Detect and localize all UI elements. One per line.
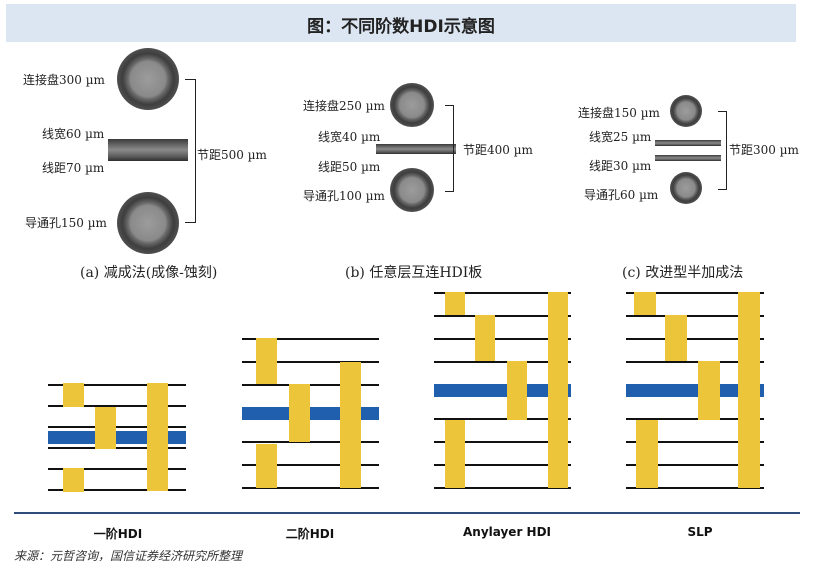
layer-line xyxy=(434,418,571,420)
pitch-bracket xyxy=(445,105,454,192)
core-layer xyxy=(434,384,571,397)
layer-line xyxy=(434,487,571,489)
via-pad-bottom xyxy=(670,172,702,204)
via-block xyxy=(665,315,687,361)
connection-pad-top xyxy=(390,83,434,127)
via-size-label: 导通孔150 µm xyxy=(25,216,107,230)
via-block xyxy=(445,420,465,488)
figure-title: 图：不同阶数HDI示意图 xyxy=(307,17,495,37)
line-width-label: 线宽25 µm xyxy=(589,130,652,144)
layer-line xyxy=(242,384,379,386)
trace-line-1 xyxy=(655,140,721,146)
trace-line xyxy=(108,139,188,161)
layer-line xyxy=(242,361,379,363)
layer-line xyxy=(48,405,186,407)
layer-line xyxy=(434,338,571,340)
panel-caption: (b) 任意层互连HDI板 xyxy=(345,265,483,281)
through-via xyxy=(738,292,760,488)
layer-line xyxy=(434,441,571,443)
via-block xyxy=(289,384,310,442)
through-via xyxy=(147,383,168,491)
layer-line xyxy=(434,315,571,317)
layer-line xyxy=(48,489,186,491)
via-block xyxy=(475,315,495,361)
layer-line xyxy=(626,464,764,466)
stack-label: SLP xyxy=(687,525,713,539)
pad-size-label: 连接盘300 µm xyxy=(23,73,105,87)
layer-line xyxy=(626,418,764,420)
line-spacing-label: 线距30 µm xyxy=(589,159,652,173)
trace-line-2 xyxy=(655,155,721,161)
layer-line xyxy=(242,464,379,466)
via-block xyxy=(507,361,527,420)
layer-line xyxy=(242,487,379,489)
panel-caption: (a) 减成法(成像-蚀刻) xyxy=(80,265,218,281)
line-spacing-label: 线距70 µm xyxy=(42,161,105,175)
layer-line xyxy=(626,441,764,443)
pad-size-label: 连接盘150 µm xyxy=(578,106,660,120)
pitch-bracket xyxy=(718,111,727,190)
via-block xyxy=(256,338,277,384)
via-block xyxy=(256,444,277,488)
via-block xyxy=(636,420,658,488)
via-block xyxy=(634,292,656,315)
panel-caption: (c) 改进型半加成法 xyxy=(622,265,744,281)
stack-label: Anylayer HDI xyxy=(462,525,552,539)
trace-line xyxy=(376,144,456,154)
layer-line xyxy=(626,338,764,340)
layer-line xyxy=(242,441,379,443)
core-layer xyxy=(626,384,764,397)
via-block xyxy=(698,361,720,420)
through-via xyxy=(548,292,568,488)
layer-line xyxy=(626,361,764,363)
stack-label: 一阶HDI xyxy=(93,527,143,541)
via-block xyxy=(95,407,116,449)
title-banner: 图：不同阶数HDI示意图 xyxy=(6,4,796,42)
through-via xyxy=(340,362,361,488)
via-block xyxy=(63,468,84,492)
pad-size-label: 连接盘250 µm xyxy=(303,99,385,113)
layer-line xyxy=(434,464,571,466)
layer-line xyxy=(48,384,186,386)
via-pad-bottom xyxy=(117,192,179,254)
layer-line xyxy=(626,315,764,317)
layer-line xyxy=(434,292,571,294)
pitch-bracket xyxy=(185,79,196,223)
via-size-label: 导通孔100 µm xyxy=(303,189,385,203)
via-pad-bottom xyxy=(390,168,434,212)
line-width-label: 线宽60 µm xyxy=(42,127,105,141)
divider-line xyxy=(14,512,800,514)
pitch-label: 节距500 µm xyxy=(197,148,267,162)
layer-line xyxy=(626,292,764,294)
via-size-label: 导通孔60 µm xyxy=(584,188,659,202)
via-block xyxy=(63,383,84,407)
line-width-label: 线宽40 µm xyxy=(318,130,381,144)
layer-line xyxy=(48,468,186,470)
layer-line xyxy=(48,447,186,449)
layer-line xyxy=(48,426,186,428)
layer-line xyxy=(626,487,764,489)
pitch-label: 节距300 µm xyxy=(729,143,799,157)
connection-pad-top xyxy=(117,48,179,110)
via-block xyxy=(445,292,465,315)
line-spacing-label: 线距50 µm xyxy=(318,160,381,174)
pitch-label: 节距400 µm xyxy=(463,143,533,157)
layer-line xyxy=(242,338,379,340)
source-note: 来源：元哲咨询，国信证券经济研究所整理 xyxy=(14,549,243,563)
connection-pad-top xyxy=(670,95,702,127)
stack-label: 二阶HDI xyxy=(285,527,335,541)
layer-line xyxy=(434,361,571,363)
